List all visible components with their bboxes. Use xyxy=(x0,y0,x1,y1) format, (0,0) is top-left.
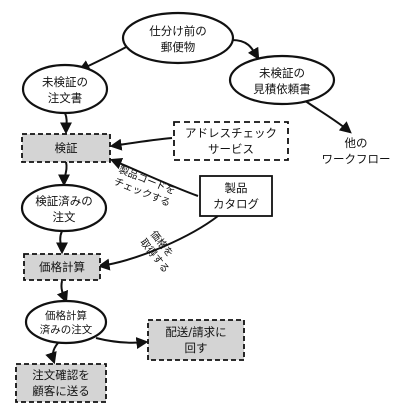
node-product-catalog: 製品 カタログ xyxy=(199,175,273,217)
node-unverified-order-line1: 未検証の xyxy=(42,75,88,89)
node-price-calc: 価格計算 xyxy=(23,253,101,281)
edge-address-to-verify xyxy=(109,137,173,151)
annotation-get-price: 価格を 取得する xyxy=(137,228,176,276)
node-other-workflow-line1: 他の xyxy=(345,136,368,150)
node-priced-order-line1: 価格計算 xyxy=(45,309,87,322)
edge-verified-to-price xyxy=(55,230,68,255)
node-priced-order-line2: 済みの注文 xyxy=(40,323,93,336)
node-product-catalog-line1: 製品 xyxy=(225,181,248,195)
node-unsorted-mail-line2: 郵便物 xyxy=(161,40,196,54)
node-address-check: アドレスチェック サービス xyxy=(173,121,289,161)
node-unsorted-mail-line1: 仕分け前の xyxy=(149,24,207,38)
node-unverified-quote-line1: 未検証の xyxy=(259,66,305,80)
node-verify-label: 検証 xyxy=(55,141,78,155)
edge-mail-to-quote xyxy=(231,39,260,61)
node-priced-order: 価格計算 済みの注文 xyxy=(24,299,108,345)
node-ship-bill-line1: 配送/請求に xyxy=(165,325,226,339)
node-address-check-line2: サービス xyxy=(208,142,254,156)
node-verify: 検証 xyxy=(21,133,111,163)
node-unsorted-mail: 仕分け前の 郵便物 xyxy=(121,11,235,65)
node-other-workflow: 他の ワークフロー xyxy=(322,136,391,166)
annotation-check-product-code: 製品コードを チェックする xyxy=(112,163,177,210)
node-unverified-order: 未検証の 注文書 xyxy=(21,63,109,115)
node-send-confirmation-line2: 顧客に送る xyxy=(32,384,90,398)
node-ship-bill: 配送/請求に 回す xyxy=(147,319,245,361)
node-verified-order-line1: 検証済みの xyxy=(35,194,93,208)
edge-quote-to-other xyxy=(303,99,352,134)
edge-mail-to-order xyxy=(77,45,129,72)
node-address-check-line1: アドレスチェック xyxy=(185,126,277,140)
node-unverified-quote-line2: 見積依頼書 xyxy=(253,82,311,96)
node-other-workflow-line2: ワークフロー xyxy=(322,152,391,166)
node-unverified-order-line2: 注文書 xyxy=(48,91,83,105)
node-ship-bill-line2: 回す xyxy=(185,341,208,355)
node-send-confirmation: 注文確認を 顧客に送る xyxy=(15,363,107,403)
edge-catalog-to-price xyxy=(97,215,219,271)
node-send-confirmation-line1: 注文確認を xyxy=(32,368,90,382)
edge-order-to-verify xyxy=(60,112,73,135)
edge-verify-to-verified xyxy=(58,161,71,187)
edge-price-to-priced xyxy=(56,280,69,304)
node-price-calc-label: 価格計算 xyxy=(39,260,85,274)
edge-priced-to-confirm xyxy=(45,342,59,365)
edge-catalog-to-verify xyxy=(109,157,199,197)
node-product-catalog-line2: カタログ xyxy=(213,197,259,211)
node-verified-order: 検証済みの 注文 xyxy=(20,183,108,233)
node-unverified-quote: 未検証の 見積依頼書 xyxy=(228,54,336,106)
node-verified-order-line2: 注文 xyxy=(53,210,76,224)
edge-priced-to-ship xyxy=(95,337,149,350)
